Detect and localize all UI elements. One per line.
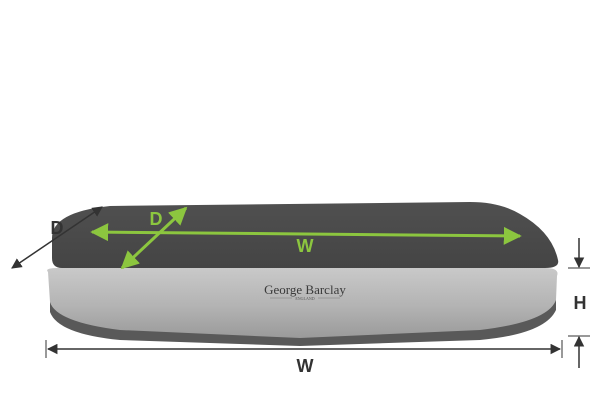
top-depth-arrow xyxy=(120,206,188,270)
mattress-base xyxy=(50,298,556,346)
side-depth-label: D xyxy=(51,218,64,238)
brand-subtitle: ENGLAND xyxy=(295,296,314,301)
top-width-label: W xyxy=(297,236,314,256)
top-depth-label: D xyxy=(150,209,163,229)
height-label: H xyxy=(574,293,587,313)
mattress-side-panel xyxy=(47,268,558,338)
brand-name: George Barclay xyxy=(264,282,346,297)
bottom-width-label: W xyxy=(297,356,314,376)
side-depth-arrow xyxy=(11,206,103,269)
